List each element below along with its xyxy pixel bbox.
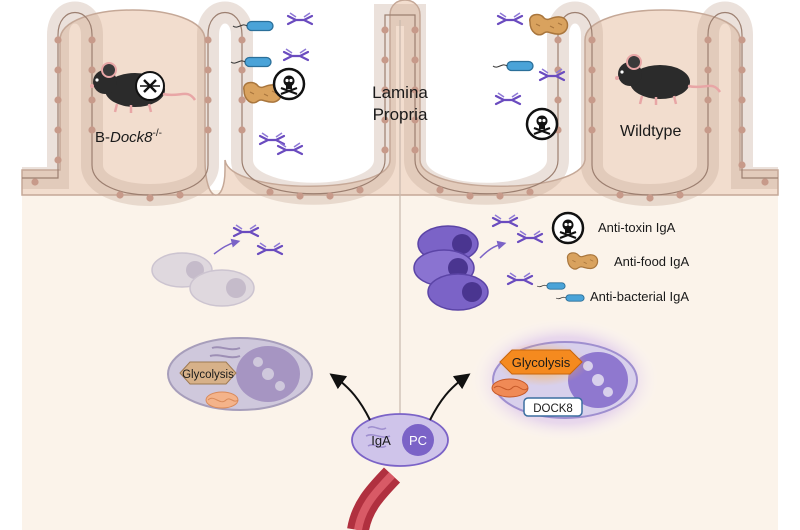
nucleus-dot <box>496 192 504 200</box>
nucleus-dot <box>54 36 62 44</box>
nucleus-dot <box>588 126 596 134</box>
blood-vessel-highlight <box>354 472 395 530</box>
left-plasma-cells <box>151 252 255 307</box>
nucleus-dot <box>88 126 96 134</box>
toxin-icon <box>272 67 306 101</box>
nucleus-dot <box>31 178 39 186</box>
nucleus-dot <box>204 36 212 44</box>
lamina-label-line1: Lamina <box>372 83 428 102</box>
nucleus-dot <box>411 146 419 154</box>
nucleus-dot <box>761 178 769 186</box>
nucleus-dot <box>204 96 212 104</box>
nucleus-dot <box>411 26 419 34</box>
left-metabolic-cell <box>167 337 313 411</box>
right-plasma-cells <box>413 225 489 311</box>
legend-anti-toxin: Anti-toxin IgA <box>598 220 676 235</box>
nucleus-dot <box>88 96 96 104</box>
wildtype-label: Wildtype <box>620 123 681 140</box>
secretion-arrow <box>479 240 507 259</box>
nucleus-dot <box>704 66 712 74</box>
nucleus-dot <box>54 126 62 134</box>
igA-plasma-cell <box>351 413 449 467</box>
epithelial-nuclei <box>31 26 769 202</box>
nucleus-dot <box>204 126 212 134</box>
left-glycolysis-label: Glycolysis <box>182 369 234 381</box>
nucleus-dot <box>738 96 746 104</box>
nucleus-dot <box>381 56 389 64</box>
nucleus-dot <box>238 96 246 104</box>
nucleus-dot <box>588 66 596 74</box>
nucleus-dot <box>381 146 389 154</box>
nucleus-dot <box>738 126 746 134</box>
nucleus-dot <box>436 186 444 194</box>
nucleus-dot <box>588 36 596 44</box>
nucleus-dot <box>88 66 96 74</box>
knockout-label: B-Dock8-/- <box>95 128 162 146</box>
nucleus-dot <box>381 116 389 124</box>
right-glycolysis-label: Glycolysis <box>512 355 571 370</box>
nucleus-dot <box>54 156 62 164</box>
nucleus-dot <box>588 96 596 104</box>
dock8-label: DOCK8 <box>533 403 573 415</box>
nucleus-dot <box>54 96 62 104</box>
nucleus-dot <box>738 161 746 169</box>
nucleus-dot <box>411 86 419 94</box>
nucleus-dot <box>238 36 246 44</box>
nucleus-dot <box>466 192 474 200</box>
nucleus-dot <box>704 36 712 44</box>
nucleus-dot <box>88 36 96 44</box>
nucleus-dot <box>381 86 389 94</box>
left-arrow <box>329 373 371 421</box>
nucleus-dot <box>326 192 334 200</box>
nucleus-dot <box>554 96 562 104</box>
nucleus-dot <box>738 66 746 74</box>
toxin-icon <box>551 211 585 245</box>
nucleus-dot <box>296 192 304 200</box>
secretion-arrow <box>213 238 241 255</box>
nucleus-dot <box>176 191 184 199</box>
villus-outline <box>22 11 778 196</box>
pc-label: PC <box>409 433 427 448</box>
nucleus-dot <box>554 36 562 44</box>
legend-anti-bacterial: Anti-bacterial IgA <box>590 289 689 304</box>
nucleus-dot <box>356 186 364 194</box>
nucleus-dot <box>54 66 62 74</box>
nucleus-dot <box>738 36 746 44</box>
nucleus-dot <box>146 194 154 202</box>
legend-anti-food: Anti-food IgA <box>614 254 689 269</box>
igA-label: IgA <box>371 433 391 448</box>
right-arrow <box>429 373 471 421</box>
lamina-label-line2: Propria <box>373 105 428 124</box>
nucleus-dot <box>526 188 534 196</box>
nucleus-dot <box>266 188 274 196</box>
nucleus-dot <box>116 191 124 199</box>
right-metabolic-cell <box>470 318 660 442</box>
nucleus-dot <box>704 96 712 104</box>
nucleus-dot <box>411 116 419 124</box>
nucleus-dot <box>411 56 419 64</box>
knockout-x-icon <box>135 71 165 101</box>
toxin-icon <box>525 107 559 141</box>
nucleus-dot <box>204 66 212 74</box>
nucleus-dot <box>646 194 654 202</box>
nucleus-dot <box>238 66 246 74</box>
nucleus-dot <box>554 66 562 74</box>
nucleus-dot <box>616 191 624 199</box>
nucleus-dot <box>381 26 389 34</box>
nucleus-dot <box>704 126 712 134</box>
nucleus-dot <box>676 191 684 199</box>
nucleus-dot <box>238 126 246 134</box>
